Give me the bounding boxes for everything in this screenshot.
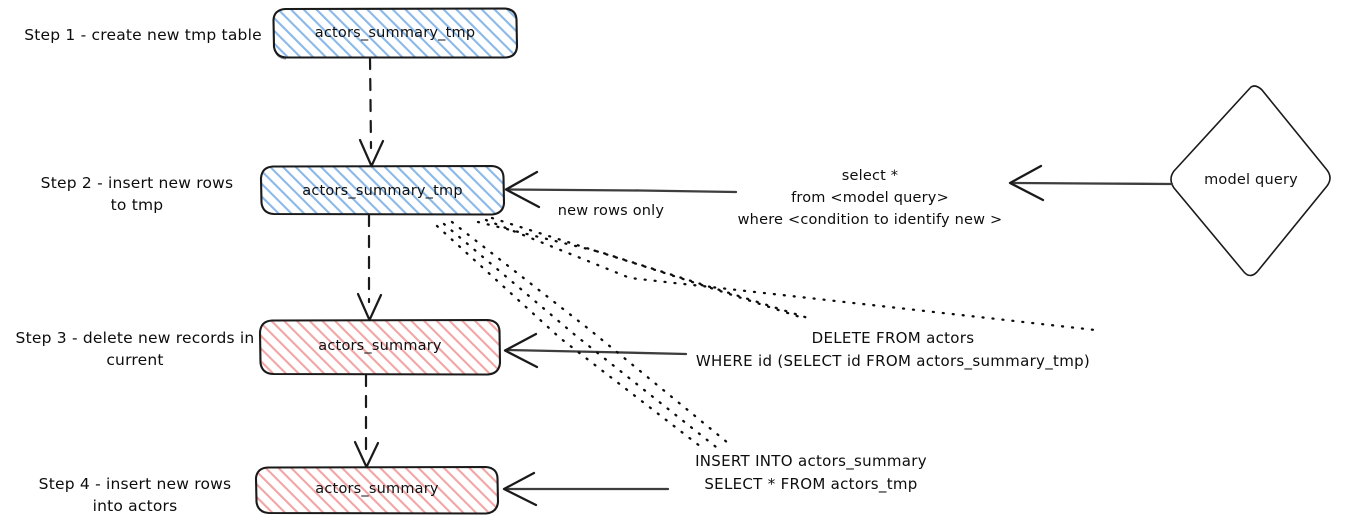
step-label-4: Step 4 - insert new rows into actors [38,475,232,516]
step-label-1: Step 1 - create new tmp table [24,26,262,44]
node-actors-summary-4[interactable] [254,465,500,515]
flow-arrow-delete-to-node3 [503,332,688,369]
edge-label-select-query: select * from <model query> where <condi… [737,168,1003,228]
reference-lines-insert [435,220,730,452]
edge-label-new-rows-only: new rows only [557,203,665,219]
edge-label-delete-query: DELETE FROM actors WHERE id (SELECT id F… [695,329,1091,370]
flow-arrow-step1-to-step2 [358,56,385,168]
edge-label-insert-query: INSERT INTO actors_summary SELECT * FROM… [695,452,927,493]
node-actors-summary-tmp-2[interactable] [259,164,506,216]
reference-lines-delete [476,216,1097,332]
flow-arrow-new-rows-only [504,170,738,209]
flow-arrow-step2-to-step3 [356,213,383,322]
node-actors-summary-3[interactable] [258,318,502,376]
step-label-3: Step 3 - delete new records in current [15,329,255,370]
node-actors-summary-tmp-1[interactable] [272,7,519,60]
node-model-query-diamond[interactable] [1170,85,1331,277]
flow-arrow-step3-to-step4 [353,373,380,469]
flow-arrow-insert-to-node4 [502,471,670,507]
flow-arrow-model-query-to-select [1008,164,1174,202]
step-label-2: Step 2 - insert new rows to tmp [40,174,234,215]
